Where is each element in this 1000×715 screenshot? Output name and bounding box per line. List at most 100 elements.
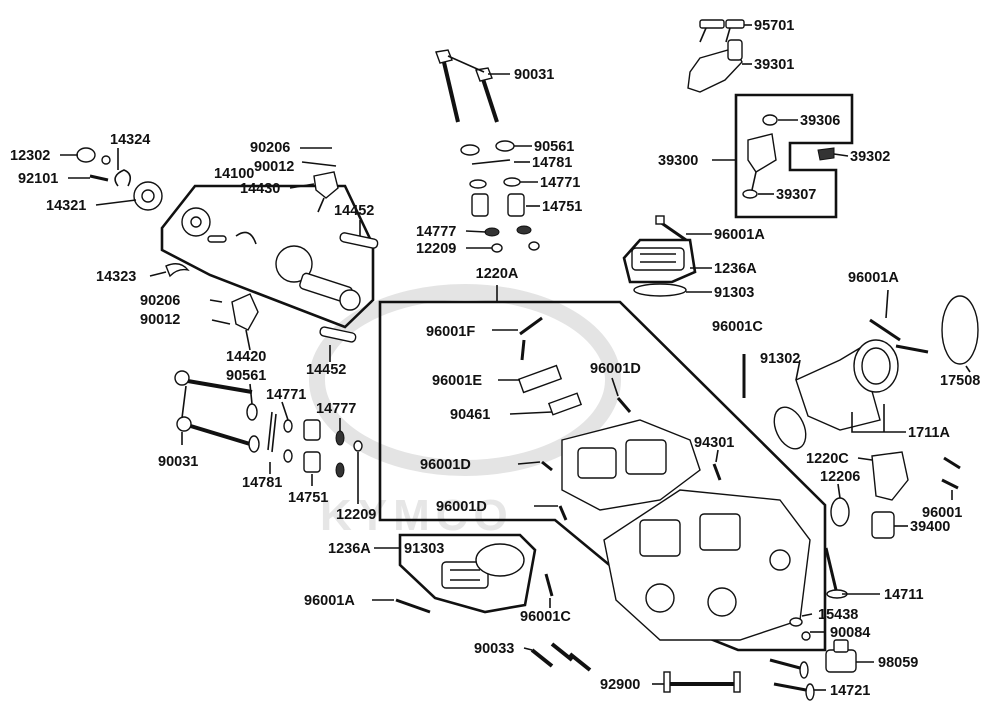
injector-group-box xyxy=(734,93,854,219)
part-label[interactable]: 96001A xyxy=(848,270,899,286)
part-label[interactable]: 96001D xyxy=(590,361,641,377)
part-label[interactable]: 14777 xyxy=(316,401,356,417)
leader xyxy=(95,199,137,206)
part-label[interactable]: 90084 xyxy=(830,625,870,641)
leader xyxy=(281,401,289,421)
part-label[interactable]: 1220C xyxy=(806,451,849,467)
part-label[interactable]: 90012 xyxy=(140,312,180,328)
leader xyxy=(851,412,906,433)
leader xyxy=(801,613,813,617)
leader xyxy=(249,383,253,405)
part-label[interactable]: 90012 xyxy=(254,159,294,175)
part-label[interactable]: 39306 xyxy=(800,113,840,129)
part-label[interactable]: 14781 xyxy=(242,475,282,491)
part-label[interactable]: 15438 xyxy=(818,607,858,623)
camshaft-group-box xyxy=(160,184,375,329)
part-label[interactable]: 91303 xyxy=(714,285,754,301)
group-label-1236A-top[interactable]: 1236A xyxy=(714,261,757,277)
part-label[interactable]: 14721 xyxy=(830,683,870,699)
thermostat-housing xyxy=(830,451,961,539)
part-label[interactable]: 96001A xyxy=(714,227,765,243)
part-label[interactable]: 91302 xyxy=(760,351,800,367)
leader xyxy=(447,55,485,73)
part-label[interactable]: 39307 xyxy=(776,187,816,203)
part-label[interactable]: 90561 xyxy=(534,139,574,155)
part-label[interactable]: 95701 xyxy=(754,18,794,34)
part-label[interactable]: 94301 xyxy=(694,435,734,451)
part-label[interactable]: 14323 xyxy=(96,269,136,285)
part-label[interactable]: 96001F xyxy=(426,324,475,340)
head-bolts-top xyxy=(435,49,499,123)
part-label[interactable]: 96001D xyxy=(436,499,487,515)
part-label[interactable]: 14777 xyxy=(416,224,456,240)
leader xyxy=(509,411,553,415)
part-labels: 1220A 14100 39300 1236A 1236A 1711A 9570… xyxy=(10,18,980,699)
group-label-1711A[interactable]: 1711A xyxy=(908,425,950,441)
part-label[interactable]: 14771 xyxy=(540,175,580,191)
part-label[interactable]: 17508 xyxy=(940,373,980,389)
part-label[interactable]: 96001D xyxy=(420,457,471,473)
part-label[interactable]: 14324 xyxy=(110,132,150,148)
part-label[interactable]: 14321 xyxy=(46,198,86,214)
pin-14452-mid xyxy=(319,326,357,343)
part-label[interactable]: 98059 xyxy=(878,655,918,671)
leader xyxy=(857,457,873,461)
group-label-39300[interactable]: 39300 xyxy=(658,153,698,169)
part-label[interactable]: 14711 xyxy=(884,587,924,603)
half-moon-seal xyxy=(165,263,190,278)
part-label[interactable]: 96001A xyxy=(304,593,355,609)
camshaft-sprocket-parts xyxy=(76,147,163,211)
part-label[interactable]: 90206 xyxy=(140,293,180,309)
part-label[interactable]: 39302 xyxy=(850,149,890,165)
rocker-top xyxy=(300,147,339,213)
thermostat-hose-fitting xyxy=(687,19,745,93)
part-label[interactable]: 14771 xyxy=(266,387,306,403)
leader xyxy=(837,483,841,499)
intake-manifold xyxy=(773,295,979,450)
part-label[interactable]: 12206 xyxy=(820,469,860,485)
cylinder-head-group-box xyxy=(378,300,827,652)
part-label[interactable]: 96001C xyxy=(520,609,571,625)
part-label[interactable]: 96001E xyxy=(432,373,482,389)
leader xyxy=(965,365,971,373)
part-label[interactable]: 92900 xyxy=(600,677,640,693)
group-label-1220A[interactable]: 1220A xyxy=(476,266,519,282)
part-label[interactable]: 14452 xyxy=(306,362,346,378)
part-label[interactable]: 14420 xyxy=(226,349,266,365)
part-label[interactable]: 14452 xyxy=(334,203,374,219)
part-label[interactable]: 90031 xyxy=(158,454,198,470)
part-label[interactable]: 91303 xyxy=(404,541,444,557)
part-label[interactable]: 39301 xyxy=(754,57,794,73)
part-label[interactable]: 12302 xyxy=(10,148,50,164)
camshaft-assembly xyxy=(181,207,361,311)
leader xyxy=(523,647,533,651)
group-label-1236A-bottom[interactable]: 1236A xyxy=(328,541,371,557)
part-label[interactable]: 14430 xyxy=(240,181,280,197)
leader xyxy=(245,329,251,351)
bolts-bottom xyxy=(395,573,741,693)
part-label[interactable]: 90033 xyxy=(474,641,514,657)
part-label[interactable]: 14751 xyxy=(288,490,328,506)
valve-cover-bottom-group-box xyxy=(398,533,537,614)
part-label[interactable]: 90206 xyxy=(250,140,290,156)
part-label[interactable]: 96001C xyxy=(712,319,763,335)
group-label-14100[interactable]: 14100 xyxy=(214,166,254,182)
valve-cover-top-group-box xyxy=(622,238,697,284)
part-label[interactable]: 14751 xyxy=(542,199,582,215)
leader xyxy=(181,385,187,419)
part-label[interactable]: 14781 xyxy=(532,155,572,171)
leader xyxy=(149,271,167,277)
valve-stack-left xyxy=(246,403,363,478)
part-label[interactable]: 92101 xyxy=(18,171,58,187)
part-label[interactable]: 12209 xyxy=(416,241,456,257)
part-label[interactable]: 90461 xyxy=(450,407,490,423)
rocker-mid xyxy=(209,293,259,331)
part-label[interactable]: 39400 xyxy=(910,519,950,535)
valve-cover-bottom xyxy=(441,543,525,589)
watermark-brand: KYMCO xyxy=(320,491,514,540)
part-label[interactable]: 12209 xyxy=(336,507,376,523)
part-label[interactable]: 90031 xyxy=(514,67,554,83)
part-label[interactable]: 96001 xyxy=(922,505,962,521)
part-label[interactable]: 90561 xyxy=(226,368,266,384)
